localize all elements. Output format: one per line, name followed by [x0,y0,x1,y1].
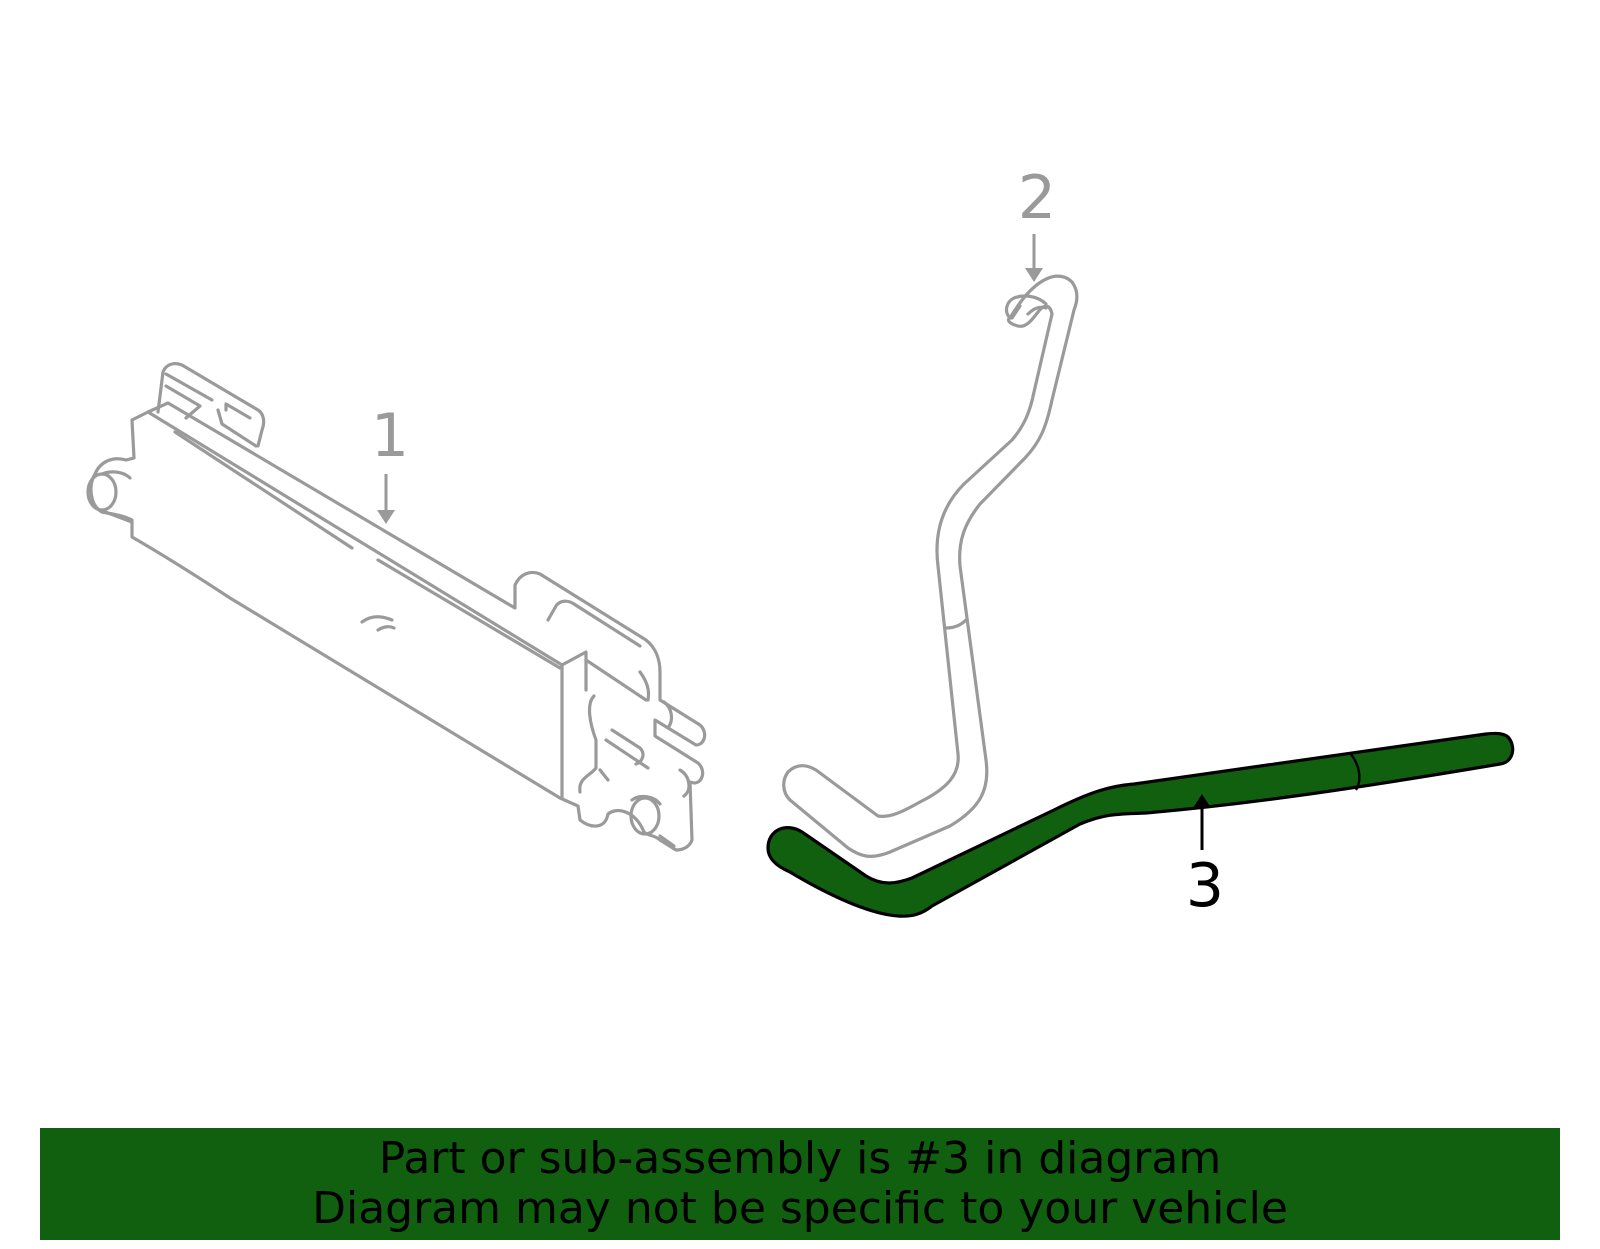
part-3-hose-seam [1349,752,1361,791]
callout-1-arrow-head [377,510,395,524]
callout-1[interactable]: 1 [371,401,409,524]
part-3-lower-cooler-line[interactable] [766,731,1515,918]
part-info-banner: Part or sub-assembly is #3 in diagram Di… [40,1128,1560,1240]
part-1-oil-cooler[interactable] [86,362,707,852]
callout-2-label: 2 [1018,163,1056,233]
callout-3-label: 3 [1186,851,1224,921]
part-2-upper-cooler-line[interactable] [782,274,1079,858]
banner-line-disclaimer: Diagram may not be specific to your vehi… [312,1183,1288,1234]
callout-2-arrow-head [1025,268,1043,282]
callout-3[interactable]: 3 [1186,794,1224,921]
callout-2[interactable]: 2 [1018,163,1056,282]
callout-3-arrow-head [1193,794,1211,808]
banner-line-part-number: Part or sub-assembly is #3 in diagram [378,1133,1222,1184]
callout-1-label: 1 [371,401,409,471]
part-3-hose-body [766,731,1515,918]
